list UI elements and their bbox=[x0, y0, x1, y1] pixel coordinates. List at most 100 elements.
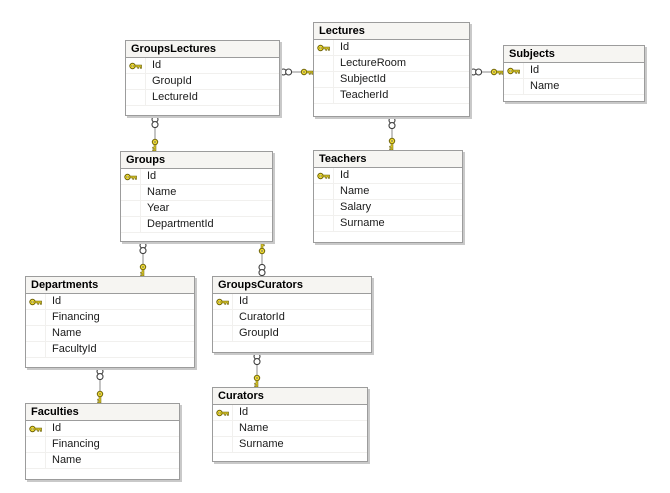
table-title-Curators[interactable]: Curators bbox=[213, 388, 367, 405]
column-row-Name[interactable]: Name bbox=[26, 326, 194, 342]
column-row-SubjectId[interactable]: SubjectId bbox=[314, 72, 469, 88]
relationship-Departments-Faculties[interactable] bbox=[96, 367, 104, 404]
one-key-symbol bbox=[388, 137, 396, 151]
row-icon-spacer bbox=[26, 437, 46, 452]
column-name: Salary bbox=[340, 201, 372, 213]
column-name: Name bbox=[147, 186, 177, 198]
relationship-GroupsLectures-Groups[interactable] bbox=[151, 115, 159, 152]
one-key-symbol bbox=[139, 263, 147, 277]
row-icon-spacer bbox=[213, 421, 233, 436]
one-key-symbol bbox=[258, 241, 266, 255]
column-row-FacultyId[interactable]: FacultyId bbox=[26, 342, 194, 358]
column-row-LectureId[interactable]: LectureId bbox=[126, 90, 279, 106]
table-title-Groups[interactable]: Groups bbox=[121, 152, 272, 169]
relationship-GroupsCurators-Groups[interactable] bbox=[258, 241, 266, 277]
column-row-Id[interactable]: Id bbox=[26, 421, 179, 437]
primary-key-icon bbox=[26, 421, 46, 436]
table-title-Faculties[interactable]: Faculties bbox=[26, 404, 179, 421]
column-name: GroupId bbox=[152, 75, 192, 87]
column-row-Name[interactable]: Name bbox=[314, 184, 462, 200]
column-row-Financing[interactable]: Financing bbox=[26, 437, 179, 453]
column-row-Name[interactable]: Name bbox=[121, 185, 272, 201]
column-row-TeacherId[interactable]: TeacherId bbox=[314, 88, 469, 104]
column-row-Id[interactable]: Id bbox=[314, 168, 462, 184]
column-row-Id[interactable]: Id bbox=[504, 63, 644, 79]
column-name: CuratorId bbox=[239, 311, 285, 323]
row-icon-spacer bbox=[26, 453, 46, 468]
table-title-Teachers[interactable]: Teachers bbox=[314, 151, 462, 168]
column-name: Id bbox=[147, 170, 157, 182]
relationship-GroupsLectures-Lectures[interactable] bbox=[279, 68, 314, 76]
column-row-Surname[interactable]: Surname bbox=[314, 216, 462, 232]
column-row-Salary[interactable]: Salary bbox=[314, 200, 462, 216]
table-title-Departments[interactable]: Departments bbox=[26, 277, 194, 294]
column-row-Id[interactable]: Id bbox=[314, 40, 469, 56]
column-row-Name[interactable]: Name bbox=[504, 79, 644, 95]
column-name: Id bbox=[239, 406, 249, 418]
column-name: TeacherId bbox=[340, 89, 389, 101]
column-name: LectureId bbox=[152, 91, 198, 103]
column-row-Id[interactable]: Id bbox=[121, 169, 272, 185]
table-title-Subjects[interactable]: Subjects bbox=[504, 46, 644, 63]
relationship-Lectures-Subjects[interactable] bbox=[469, 68, 504, 76]
table-title-Lectures[interactable]: Lectures bbox=[314, 23, 469, 40]
column-name: Id bbox=[52, 422, 62, 434]
row-icon-spacer bbox=[26, 342, 46, 357]
column-row-Id[interactable]: Id bbox=[26, 294, 194, 310]
column-row-Year[interactable]: Year bbox=[121, 201, 272, 217]
column-name: Id bbox=[530, 64, 540, 76]
column-row-LectureRoom[interactable]: LectureRoom bbox=[314, 56, 469, 72]
column-row-Financing[interactable]: Financing bbox=[26, 310, 194, 326]
column-name: DepartmentId bbox=[147, 218, 214, 230]
row-icon-spacer bbox=[314, 184, 334, 199]
table-title-GroupsLectures[interactable]: GroupsLectures bbox=[126, 41, 279, 58]
many-infinity-symbol bbox=[469, 68, 483, 76]
column-name: FacultyId bbox=[52, 343, 97, 355]
primary-key-icon bbox=[121, 169, 141, 184]
column-name: Id bbox=[52, 295, 62, 307]
row-icon-spacer bbox=[504, 79, 524, 94]
relationship-Groups-Departments[interactable] bbox=[139, 241, 147, 277]
relationship-Lectures-Teachers[interactable] bbox=[388, 116, 396, 151]
column-row-GroupId[interactable]: GroupId bbox=[126, 74, 279, 90]
table-title-GroupsCurators[interactable]: GroupsCurators bbox=[213, 277, 371, 294]
relationship-GroupsCurators-Curators[interactable] bbox=[253, 352, 261, 388]
column-row-CuratorId[interactable]: CuratorId bbox=[213, 310, 371, 326]
column-row-Id[interactable]: Id bbox=[126, 58, 279, 74]
column-row-Surname[interactable]: Surname bbox=[213, 437, 367, 453]
column-row-Id[interactable]: Id bbox=[213, 405, 367, 421]
one-key-symbol bbox=[300, 68, 314, 76]
column-name: Id bbox=[340, 169, 350, 181]
column-name: Name bbox=[340, 185, 370, 197]
column-row-Id[interactable]: Id bbox=[213, 294, 371, 310]
row-icon-spacer bbox=[121, 217, 141, 232]
primary-key-icon bbox=[504, 63, 524, 78]
column-row-Name[interactable]: Name bbox=[26, 453, 179, 469]
column-name: Name bbox=[239, 422, 269, 434]
column-name: Financing bbox=[52, 311, 100, 323]
primary-key-icon bbox=[314, 168, 334, 183]
column-row-Name[interactable]: Name bbox=[213, 421, 367, 437]
column-row-GroupId[interactable]: GroupId bbox=[213, 326, 371, 342]
row-icon-spacer bbox=[121, 185, 141, 200]
column-name: SubjectId bbox=[340, 73, 386, 85]
column-row-DepartmentId[interactable]: DepartmentId bbox=[121, 217, 272, 233]
column-name: Year bbox=[147, 202, 170, 214]
row-icon-spacer bbox=[213, 437, 233, 452]
row-icon-spacer bbox=[121, 201, 141, 216]
